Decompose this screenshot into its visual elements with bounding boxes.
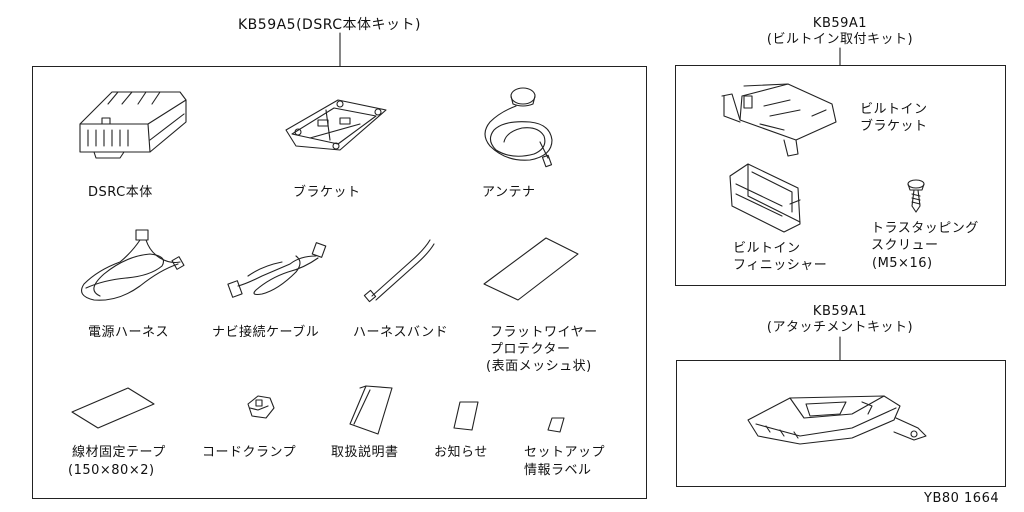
- bracket-drawing: [285, 99, 387, 151]
- label-dsrc-unit: DSRC本体: [88, 185, 153, 200]
- label-screw-2: スクリュー: [871, 238, 939, 253]
- label-power-harness: 電源ハーネス: [88, 325, 170, 340]
- harness-band-drawing: [363, 239, 435, 303]
- notice-drawing: [453, 401, 479, 431]
- manual-drawing: [349, 385, 393, 435]
- cord-clamp-drawing: [247, 395, 275, 419]
- label-flat-wire-protector-2: プロテクター: [490, 342, 571, 357]
- setup-label-drawing: [547, 417, 565, 433]
- main-kit-title: KB59A5(DSRC本体キット): [238, 17, 421, 33]
- wire-tape-drawing: [71, 387, 155, 429]
- label-builtin-bracket-1: ビルトイン: [860, 102, 928, 117]
- dsrc-unit-drawing: [79, 91, 187, 159]
- builtin-kit-frame: [675, 65, 1006, 286]
- attachment-kit-code: KB59A1: [812, 304, 868, 319]
- attachment-kit-subtitle: (アタッチメントキット): [766, 320, 914, 335]
- label-flat-wire-protector-1: フラットワイヤー: [490, 325, 598, 340]
- label-notice: お知らせ: [434, 445, 488, 460]
- builtin-kit-code: KB59A1: [812, 16, 868, 31]
- attachment-drawing: [747, 395, 927, 445]
- screw-drawing: [907, 179, 925, 213]
- finisher-drawing: [729, 163, 801, 233]
- label-finisher-1: ビルトイン: [733, 241, 801, 256]
- leader-lines: [339, 32, 841, 361]
- power-harness-drawing: [81, 229, 185, 301]
- label-setup-label-1: セットアップ: [524, 445, 606, 460]
- label-flat-wire-protector-3: (表面メッシュ状): [486, 359, 592, 374]
- label-wire-tape-2: (150×80×2): [68, 463, 155, 478]
- navi-cable-drawing: [227, 242, 327, 298]
- label-finisher-2: フィニッシャー: [733, 258, 828, 273]
- main-kit-frame: [32, 66, 647, 499]
- builtin-bracket-drawing: [721, 83, 837, 157]
- label-builtin-bracket-2: ブラケット: [860, 119, 928, 134]
- label-navi-cable: ナビ接続ケーブル: [212, 325, 320, 340]
- figure-id: YB80 1664: [924, 491, 1000, 506]
- label-screw-1: トラスタッピング: [871, 221, 979, 236]
- flat-wire-protector-drawing: [483, 237, 579, 301]
- builtin-kit-subtitle: (ビルトイン取付キット): [766, 32, 914, 47]
- label-bracket: ブラケット: [293, 185, 361, 200]
- label-antenna: アンテナ: [482, 185, 536, 200]
- antenna-drawing: [484, 87, 553, 168]
- label-cord-clamp: コードクランプ: [202, 445, 297, 460]
- label-harness-band: ハーネスバンド: [353, 325, 449, 340]
- label-setup-label-2: 情報ラベル: [524, 463, 592, 478]
- label-manual: 取扱説明書: [331, 445, 399, 460]
- label-wire-tape-1: 線材固定テープ: [72, 445, 166, 460]
- label-screw-3: (M5×16): [872, 256, 933, 271]
- attachment-kit-frame: [676, 360, 1006, 487]
